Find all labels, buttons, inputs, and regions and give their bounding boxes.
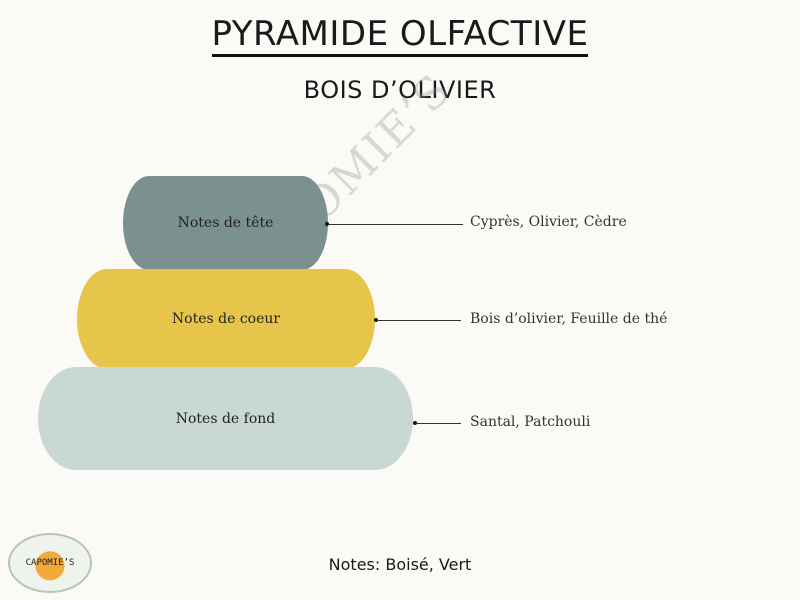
- connector-line: [328, 224, 463, 225]
- connector-line: [416, 423, 461, 424]
- title-text: PYRAMIDE OLFACTIVE: [211, 14, 589, 57]
- connector-dot: [374, 318, 378, 322]
- connector-dot: [325, 222, 329, 226]
- tier-top-notes: Notes de tête: [123, 176, 328, 270]
- tier-label: Notes de coeur: [171, 311, 281, 327]
- heart-notes-text: Bois d’olivier, Feuille de thé: [470, 311, 668, 327]
- tier-label: Notes de tête: [177, 215, 274, 231]
- brand-logo: CAPOMIE’S: [8, 533, 92, 593]
- tier-base-notes: Notes de fond: [38, 367, 413, 470]
- connector-dot: [413, 421, 417, 425]
- tier-heart-notes: Notes de coeur: [77, 269, 375, 369]
- footer-notes: Notes: Boisé, Vert: [328, 555, 472, 574]
- page-title: PYRAMIDE OLFACTIVE: [0, 14, 800, 57]
- page-subtitle: BOIS D’OLIVIER: [303, 76, 497, 104]
- connector-line: [377, 320, 461, 321]
- base-notes-text: Santal, Patchouli: [470, 414, 591, 430]
- top-notes-text: Cyprès, Olivier, Cèdre: [470, 214, 627, 230]
- logo-text: CAPOMIE’S: [25, 558, 75, 568]
- tier-label: Notes de fond: [175, 410, 276, 427]
